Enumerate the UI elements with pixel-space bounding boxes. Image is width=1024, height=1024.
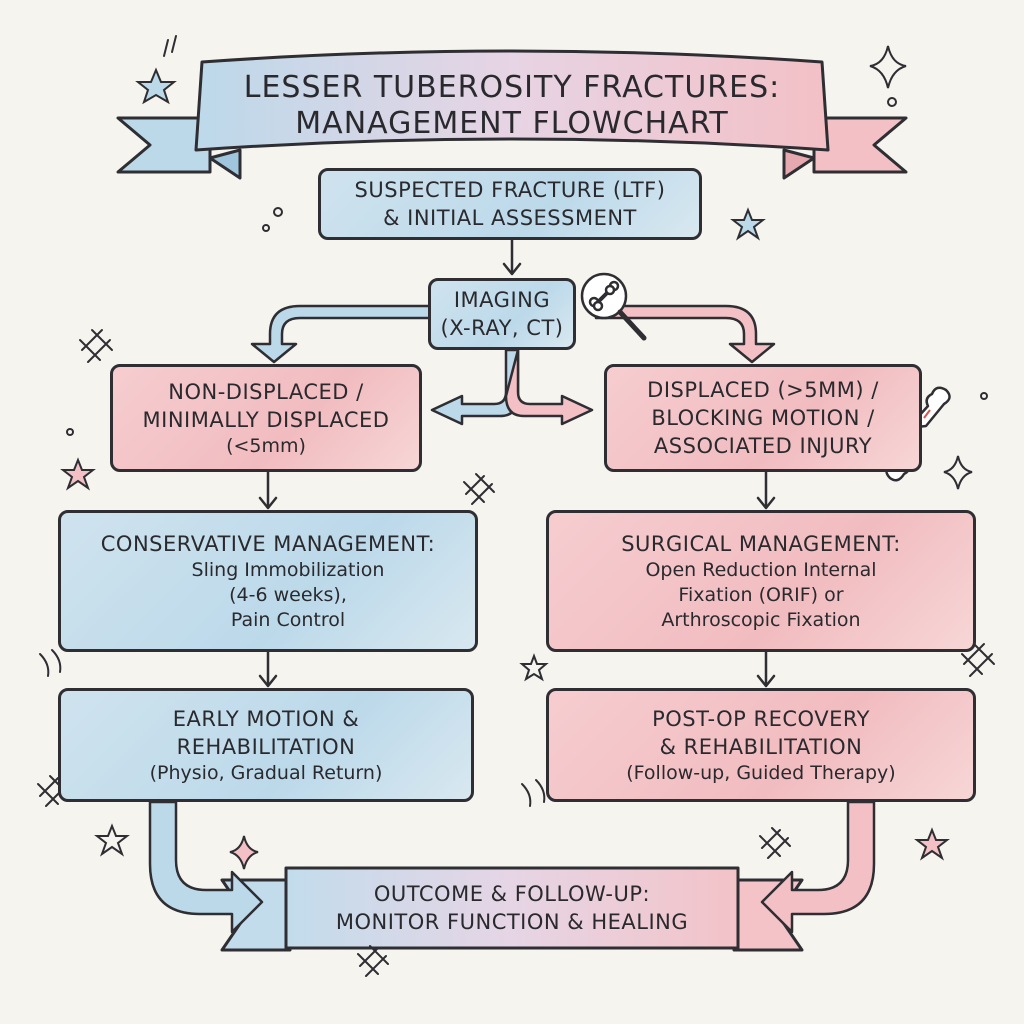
node-imaging-line-2: (X-RAY, CT) bbox=[440, 316, 564, 340]
arrow-to-outcome-right bbox=[760, 800, 876, 934]
node-conservative-line-3: Pain Control bbox=[230, 608, 346, 631]
node-surgical-line-2: Fixation (ORIF) or bbox=[678, 583, 844, 606]
node-early-motion-line-1: EARLY MOTION & bbox=[172, 706, 360, 731]
title-banner bbox=[116, 49, 908, 180]
node-postop-line-1: POST-OP RECOVERY bbox=[652, 706, 870, 731]
flow-arrows bbox=[258, 238, 776, 688]
node-displaced: DISPLACED (>5mm) / BLOCKING MOTION / ASS… bbox=[604, 364, 922, 472]
node-displaced-line-3: ASSOCIATED INJURY bbox=[653, 434, 873, 458]
branch-arrow-left bbox=[250, 304, 432, 364]
node-start-line-1: SUSPECTED FRACTURE (LTF) bbox=[354, 178, 666, 202]
node-conservative-line-1: Sling Immobilization bbox=[191, 558, 385, 581]
title-line-2: MANAGEMENT FLOWCHART bbox=[295, 106, 729, 141]
node-early-motion: EARLY MOTION & REHABILITATION (Physio, G… bbox=[58, 688, 474, 802]
node-outcome-line-1: OUTCOME & FOLLOW-UP: bbox=[373, 882, 651, 906]
title-line-1: LESSER TUBEROSITY FRACTURES: bbox=[243, 70, 781, 105]
node-non-displaced: NON-DISPLACED / MINIMALLY DISPLACED (<5m… bbox=[110, 364, 422, 472]
magnifier-bone-icon bbox=[580, 272, 647, 341]
node-early-motion-line-3: (Physio, Gradual Return) bbox=[149, 761, 383, 784]
node-suspected-fracture: SUSPECTED FRACTURE (LTF) & INITIAL ASSES… bbox=[318, 168, 702, 240]
decorative-doodles bbox=[37, 35, 995, 977]
node-displaced-line-1: DISPLACED (>5mm) / bbox=[647, 378, 879, 402]
node-conservative-heading: CONSERVATIVE MANAGEMENT: bbox=[100, 531, 436, 556]
node-surgical-line-1: Open Reduction Internal bbox=[645, 558, 877, 581]
node-postop-line-3: (Follow-up, Guided Therapy) bbox=[626, 761, 896, 784]
node-nondisplaced-line-3: (<5mm) bbox=[226, 434, 306, 457]
node-displaced-line-2: BLOCKING MOTION / bbox=[651, 406, 875, 430]
node-outcome: OUTCOME & FOLLOW-UP: MONITOR FUNCTION & … bbox=[286, 868, 738, 948]
node-postop-recovery: POST-OP RECOVERY & REHABILITATION (Follo… bbox=[546, 688, 976, 802]
node-conservative-line-2: (4-6 weeks), bbox=[229, 583, 347, 606]
node-postop-line-2: & REHABILITATION bbox=[659, 734, 863, 759]
node-surgical-management: SURGICAL MANAGEMENT: Open Reduction Inte… bbox=[546, 510, 976, 652]
node-conservative-management: CONSERVATIVE MANAGEMENT: Sling Immobiliz… bbox=[58, 510, 478, 652]
node-nondisplaced-line-1: NON-DISPLACED / bbox=[168, 379, 364, 404]
node-early-motion-line-2: REHABILITATION bbox=[176, 734, 356, 759]
node-imaging: IMAGING (X-RAY, CT) bbox=[428, 278, 576, 350]
arrow-to-outcome-left bbox=[148, 800, 264, 934]
node-imaging-line-1: IMAGING bbox=[453, 288, 551, 312]
node-surgical-line-3: Arthroscopic Fixation bbox=[661, 608, 861, 631]
branch-arrows-center bbox=[430, 348, 594, 426]
node-nondisplaced-line-2: MINIMALLY DISPLACED bbox=[142, 407, 390, 432]
node-outcome-line-2: MONITOR FUNCTION & HEALING bbox=[335, 910, 689, 934]
node-surgical-heading: SURGICAL MANAGEMENT: bbox=[621, 531, 901, 556]
node-start-line-2: & INITIAL ASSESSMENT bbox=[383, 206, 637, 230]
